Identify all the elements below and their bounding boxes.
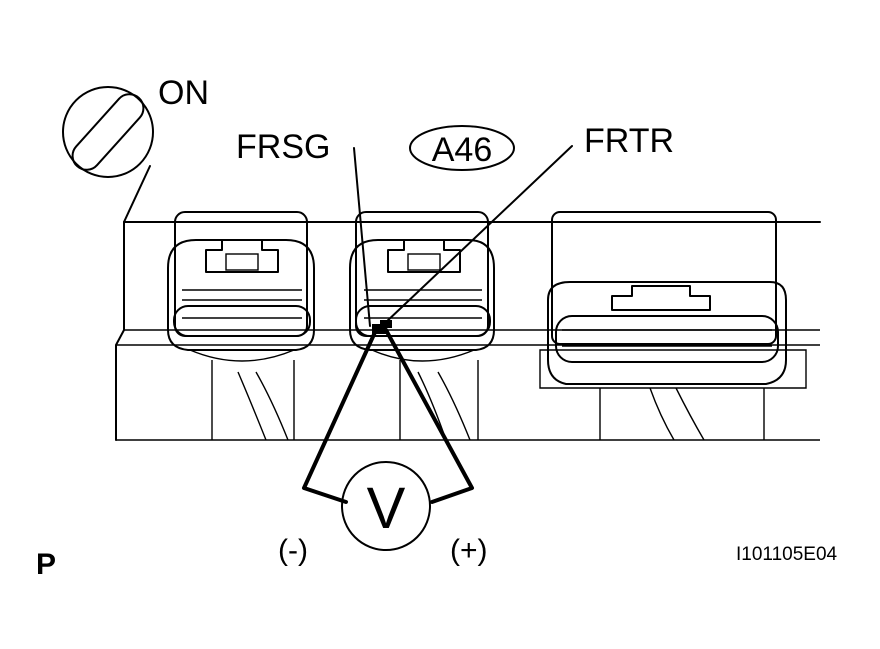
left-connector [167,211,315,441]
frsg-leader [353,147,371,327]
terminal-frtr-label: FRTR [584,122,674,160]
frsg-terminal [372,324,386,334]
voltmeter-icon: V [341,461,431,551]
figure-id: I101105E04 [736,544,838,565]
connector-label-oval [409,125,515,171]
connector-label: A46 [432,131,493,169]
negative-polarity-label: (-) [278,534,308,567]
ignition-label: ON [158,74,209,112]
meter-symbol: V [367,476,406,541]
terminal-frsg-label: FRSG [236,128,330,166]
middle-connector-a46 [349,211,495,441]
corner-mark: P [36,548,56,581]
ecu-housing [115,221,821,441]
frtr-leader [383,145,573,325]
negative-probe-lead [302,328,378,504]
positive-polarity-label: (+) [450,534,488,567]
ignition-switch-icon [62,86,154,241]
right-connector [539,211,807,441]
positive-probe-lead [384,328,474,504]
frtr-terminal [380,320,392,328]
